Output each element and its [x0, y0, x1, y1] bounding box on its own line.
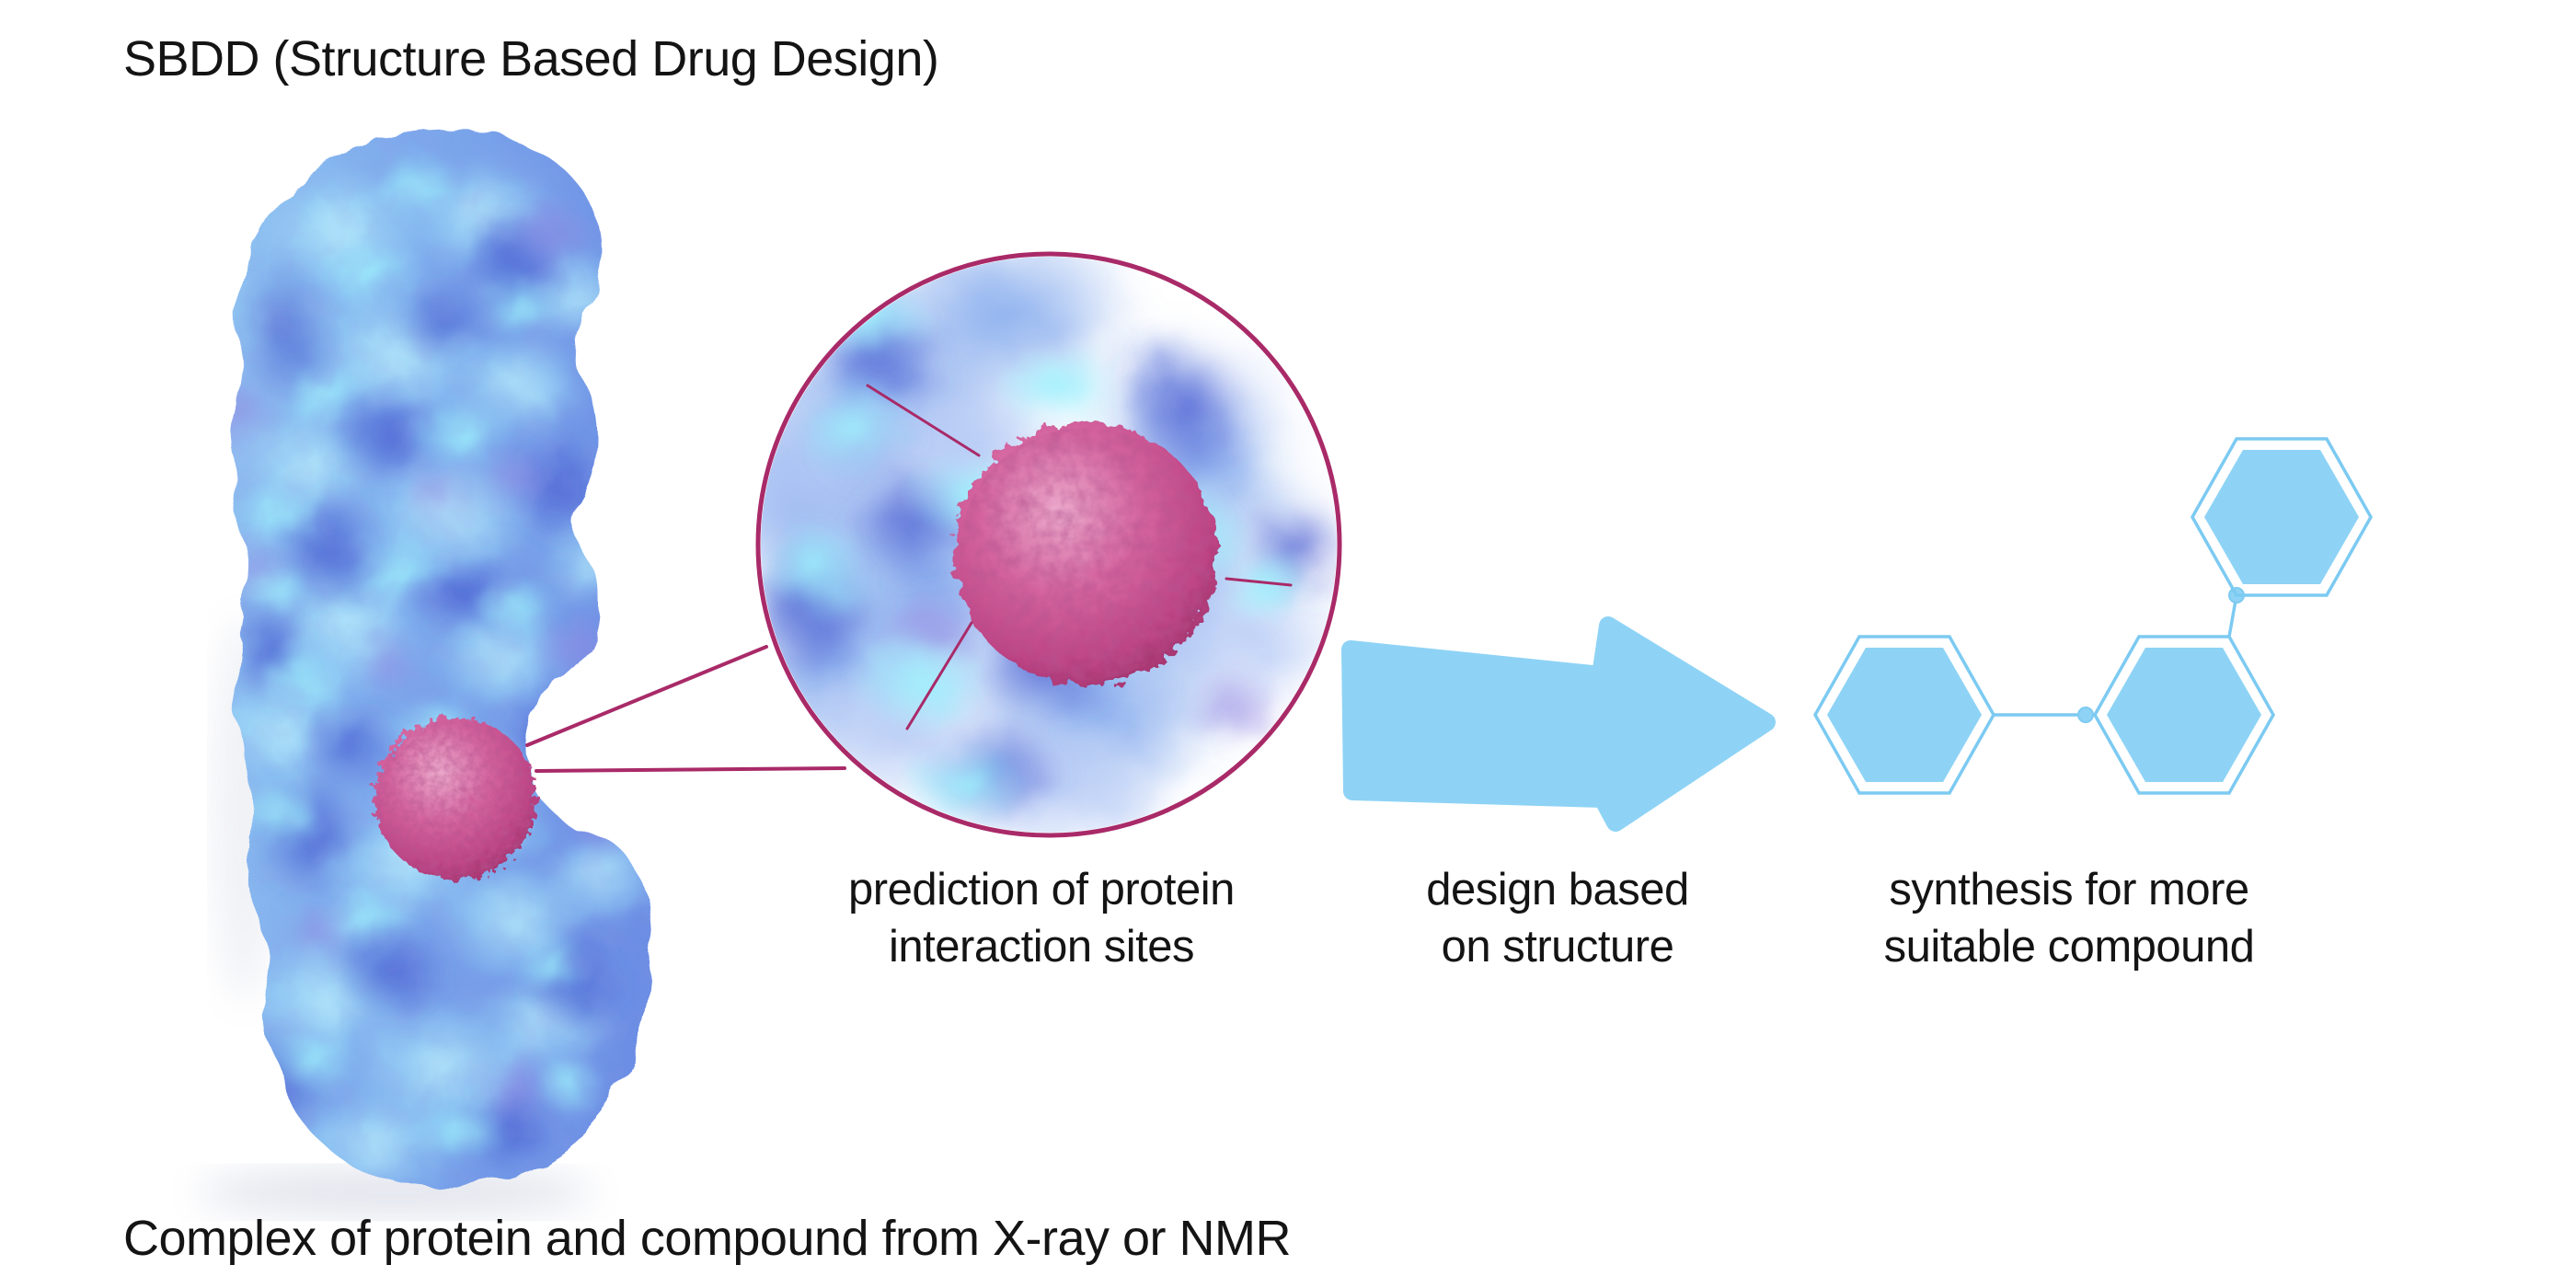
label-line-1: design based — [1426, 865, 1689, 914]
compound-molecule — [1812, 437, 2374, 795]
hexagon-ring-top — [2190, 437, 2374, 597]
label-synthesis-for-more-suitable-compound: synthesis for more suitable compound — [1884, 861, 2255, 975]
interaction-site-pointer-2 — [1225, 577, 1293, 587]
interaction-site-pointers — [866, 384, 1293, 730]
label-line-2: suitable compound — [1883, 922, 2255, 972]
label-line-2: interaction sites — [889, 922, 1194, 972]
magnifier-callout-lines — [525, 645, 846, 773]
hexagon-ring-left — [1812, 635, 1996, 795]
interaction-site-pointer-1 — [866, 384, 981, 457]
hexagon-ring-middle — [2092, 635, 2276, 795]
bound-compound-sphere — [374, 718, 536, 880]
interaction-site-pointer-3 — [905, 621, 973, 730]
callout-line-upper — [525, 645, 768, 747]
bond-node-1 — [2077, 707, 2094, 723]
label-design-based-on-structure: design based on structure — [1426, 861, 1689, 975]
callout-line-lower — [535, 766, 846, 773]
flow-arrow-icon — [1341, 616, 1776, 832]
label-line-1: prediction of protein — [848, 865, 1235, 914]
magnified-compound-sphere — [954, 422, 1217, 685]
label-line-1: synthesis for more — [1889, 865, 2249, 914]
label-line-2: on structure — [1441, 922, 1674, 972]
magnifier-ring — [755, 251, 1342, 838]
diagram-title: SBDD (Structure Based Drug Design) — [123, 31, 939, 86]
diagram-caption: Complex of protein and compound from X-r… — [123, 1211, 1292, 1266]
label-prediction-of-protein-interaction-sites: prediction of protein interaction sites — [848, 861, 1235, 975]
protein-structure-illustration — [229, 129, 653, 1187]
